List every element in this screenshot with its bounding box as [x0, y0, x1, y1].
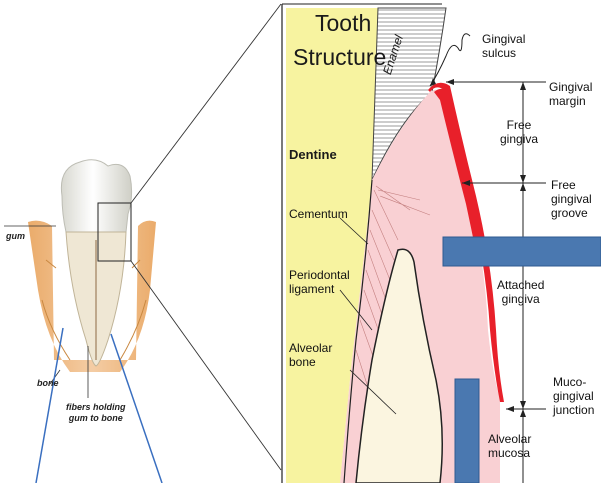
label-cementum: Cementum	[289, 207, 348, 221]
title-line1: Tooth	[315, 10, 371, 36]
small-tooth-crown	[61, 160, 131, 232]
zoom-line-bottom	[131, 261, 281, 470]
label-gingival-sulcus: Gingival sulcus	[482, 32, 525, 60]
small-tooth-illustration	[4, 160, 156, 398]
label-periodontal: Periodontal ligament	[289, 268, 350, 296]
overlay-bar-vertical	[455, 379, 479, 483]
label-alveolar-mucosa: Alveolar mucosa	[488, 432, 531, 460]
label-gum: gum	[6, 231, 25, 242]
label-alveolar-bone: Alveolar bone	[289, 341, 332, 369]
zoom-line-top	[131, 4, 281, 203]
label-free-gingival-groove: Free gingival groove	[551, 178, 592, 220]
label-fibers: fibers holding gum to bone	[66, 402, 126, 424]
label-mucogingival-junction: Muco- gingival junction	[553, 375, 594, 417]
title-line2: Structure	[293, 44, 386, 70]
overlay-bar-horizontal	[443, 237, 601, 266]
label-gingival-margin: Gingival margin	[549, 80, 592, 108]
label-free-gingiva: Free gingiva	[500, 118, 538, 146]
label-bone: bone	[37, 378, 59, 389]
label-attached-gingiva: Attached gingiva	[497, 278, 544, 306]
overlay-line-left-a	[36, 328, 63, 483]
label-dentine: Dentine	[289, 147, 337, 162]
